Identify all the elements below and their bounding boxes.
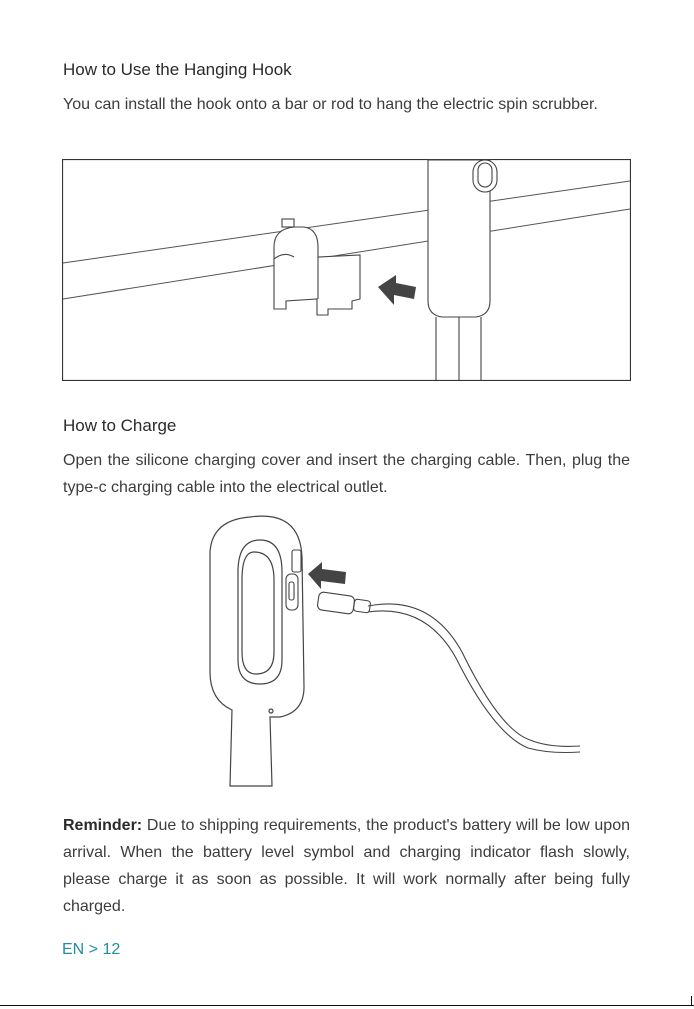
hook-section-title: How to Use the Hanging Hook bbox=[63, 60, 292, 79]
hook-section-body: You can install the hook onto a bar or r… bbox=[63, 96, 598, 113]
hanging-hook-illustration bbox=[62, 159, 631, 381]
insert-arrow-icon bbox=[378, 275, 416, 305]
charging-port bbox=[285, 549, 302, 611]
corner-tick bbox=[691, 996, 692, 1006]
hook-clip bbox=[273, 218, 361, 316]
bar-bottom-edge bbox=[62, 208, 631, 300]
reminder-paragraph: Reminder: Due to shipping requirements, … bbox=[63, 812, 630, 920]
reminder-label: Reminder: bbox=[63, 817, 143, 834]
page-number: EN > 12 bbox=[62, 941, 121, 958]
charging-illustration bbox=[209, 515, 581, 787]
bottom-divider bbox=[0, 1005, 694, 1006]
scrubber-handle bbox=[427, 159, 498, 380]
insert-arrow-icon bbox=[308, 562, 346, 589]
bar-top-edge bbox=[62, 180, 631, 264]
charge-section-title: How to Charge bbox=[63, 416, 177, 435]
scrubber-head bbox=[209, 515, 305, 787]
charging-cable bbox=[367, 603, 581, 747]
charge-section-body: Open the silicone charging cover and ins… bbox=[63, 452, 630, 496]
usb-c-plug bbox=[317, 591, 371, 615]
reminder-body: Due to shipping requirements, the produc… bbox=[63, 817, 630, 915]
